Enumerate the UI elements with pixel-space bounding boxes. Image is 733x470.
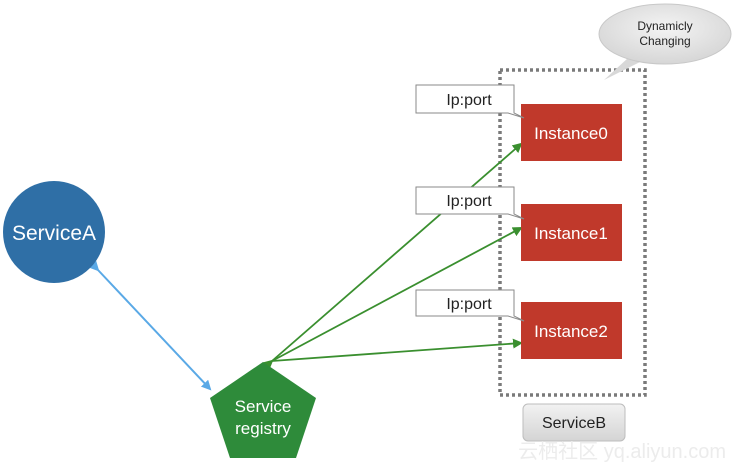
edge-registry-instance0 — [262, 142, 523, 371]
ip-port-callout-0: Ip:port — [415, 84, 525, 119]
instance2-label: Instance2 — [534, 322, 608, 341]
dynamic-bubble-line2: Changing — [639, 34, 690, 48]
dynamic-changing-bubble: Dynamicly Changing — [598, 3, 732, 80]
service-registry-node — [210, 362, 316, 458]
ip-port-callout-1: Ip:port — [415, 186, 525, 220]
instance1-box — [521, 204, 622, 261]
instance2-box — [521, 302, 622, 359]
edge-registry-instance1 — [271, 227, 523, 362]
ip-port-callout-2-text: Ip:port — [446, 296, 492, 313]
edge-service-a-registry — [88, 260, 212, 391]
instance1-label: Instance1 — [534, 224, 608, 243]
service-b-label: ServiceB — [542, 415, 606, 432]
service-a-label: ServiceA — [12, 222, 96, 245]
ip-port-callout-0-text: Ip:port — [446, 92, 492, 109]
dynamic-bubble-line1: Dynamicly — [637, 19, 692, 33]
ip-port-callout-2: Ip:port — [415, 289, 525, 322]
service-a-node — [3, 181, 105, 283]
service-b-container — [498, 68, 647, 397]
ip-port-callout-1-text: Ip:port — [446, 193, 492, 210]
service-b-label-box — [522, 403, 626, 442]
service-registry-label-line2: registry — [235, 419, 291, 438]
watermark: 云栖社区 yq.aliyun.com — [518, 440, 726, 463]
instance0-label: Instance0 — [534, 124, 608, 143]
edge-registry-instance2 — [271, 338, 523, 362]
service-registry-label-line1: Service — [235, 397, 292, 416]
instance0-box — [521, 104, 622, 161]
